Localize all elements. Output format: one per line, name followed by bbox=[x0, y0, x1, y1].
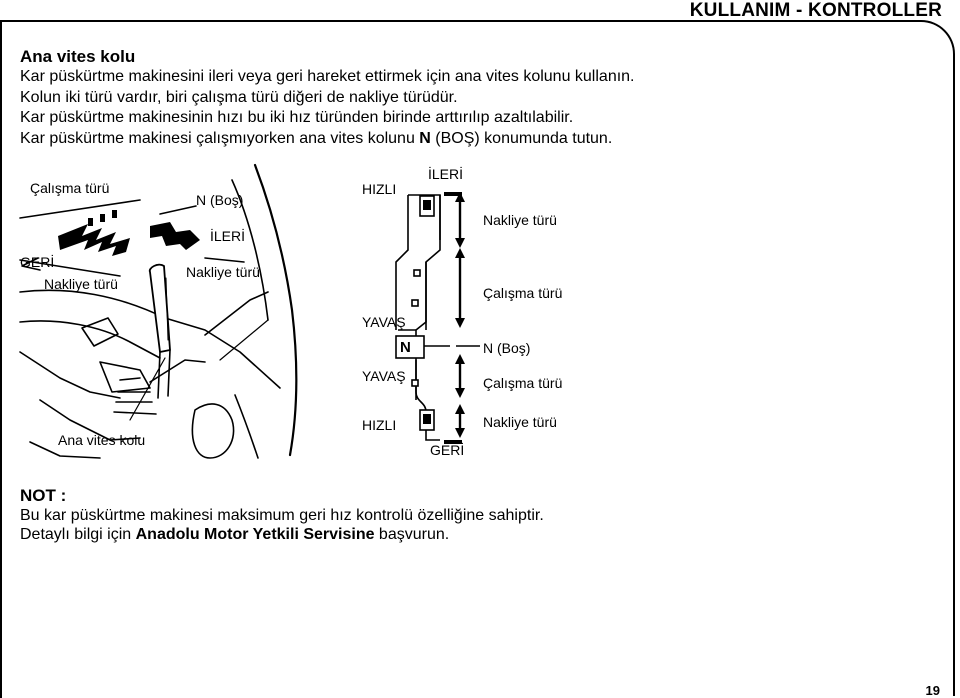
label-calisma-turu: Çalışma türü bbox=[30, 180, 110, 196]
paragraph-line-2: Kolun iki türü vardır, biri çalışma türü… bbox=[20, 88, 458, 106]
label-gate-n-bos: N (Boş) bbox=[483, 340, 531, 356]
label-yavas-1: YAVAŞ bbox=[362, 314, 406, 330]
label-nakliye-turu-mid: Nakliye türü bbox=[186, 264, 260, 280]
section-paragraph: Kar püskürtme makinesini ileri veya geri… bbox=[20, 67, 635, 149]
range-arrows bbox=[455, 192, 480, 438]
label-ileri: İLERİ bbox=[210, 228, 246, 244]
label-gate-ileri: İLERİ bbox=[428, 166, 464, 182]
label-nakliye-turu-left: Nakliye türü bbox=[44, 276, 118, 292]
label-gate-geri: GERİ bbox=[430, 442, 465, 458]
gate-blocks bbox=[423, 192, 462, 444]
header-title: KULLANIM - KONTROLLER bbox=[689, 0, 942, 21]
section-title: Ana vites kolu bbox=[20, 47, 136, 66]
note-line-2: Detaylı bilgi için Anadolu Motor Yetkili… bbox=[20, 526, 450, 543]
note-text: Bu kar püskürtme makinesi maksimum geri … bbox=[20, 506, 544, 544]
label-calisma-turu-2: Çalışma türü bbox=[483, 375, 563, 391]
label-yavas-2: YAVAŞ bbox=[362, 368, 406, 384]
gate-n-glyph: N bbox=[400, 339, 411, 356]
dealer-name: Anadolu Motor Yetkili Servisine bbox=[135, 526, 375, 543]
label-hizli-bottom: HIZLI bbox=[362, 417, 397, 433]
label-nakliye-turu-2: Nakliye türü bbox=[483, 414, 557, 430]
note-line-1: Bu kar püskürtme makinesi maksimum geri … bbox=[20, 507, 544, 524]
label-ana-vites-kolu: Ana vites kolu bbox=[58, 432, 146, 448]
note-title: NOT : bbox=[20, 486, 67, 505]
lever-drawing bbox=[19, 163, 298, 459]
label-geri: GERİ bbox=[20, 254, 55, 270]
label-n-bos: N (Boş) bbox=[196, 192, 244, 208]
label-nakliye-turu-1: Nakliye türü bbox=[483, 212, 557, 228]
paragraph-line-3: Kar püskürtme makinesinin hızı bu iki hı… bbox=[20, 109, 574, 127]
page-number: 19 bbox=[925, 683, 940, 698]
gate-arrows bbox=[58, 210, 200, 256]
label-hizli-top: HIZLI bbox=[362, 181, 397, 197]
paragraph-line-1: Kar püskürtme makinesini ileri veya geri… bbox=[20, 68, 635, 85]
page-frame-left bbox=[0, 20, 2, 698]
paragraph-line-4: Kar püskürtme makinesi çalışmıyorken ana… bbox=[20, 129, 613, 147]
label-calisma-turu-1: Çalışma türü bbox=[483, 285, 563, 301]
page-frame bbox=[0, 20, 955, 696]
neutral-letter: N bbox=[419, 129, 431, 147]
